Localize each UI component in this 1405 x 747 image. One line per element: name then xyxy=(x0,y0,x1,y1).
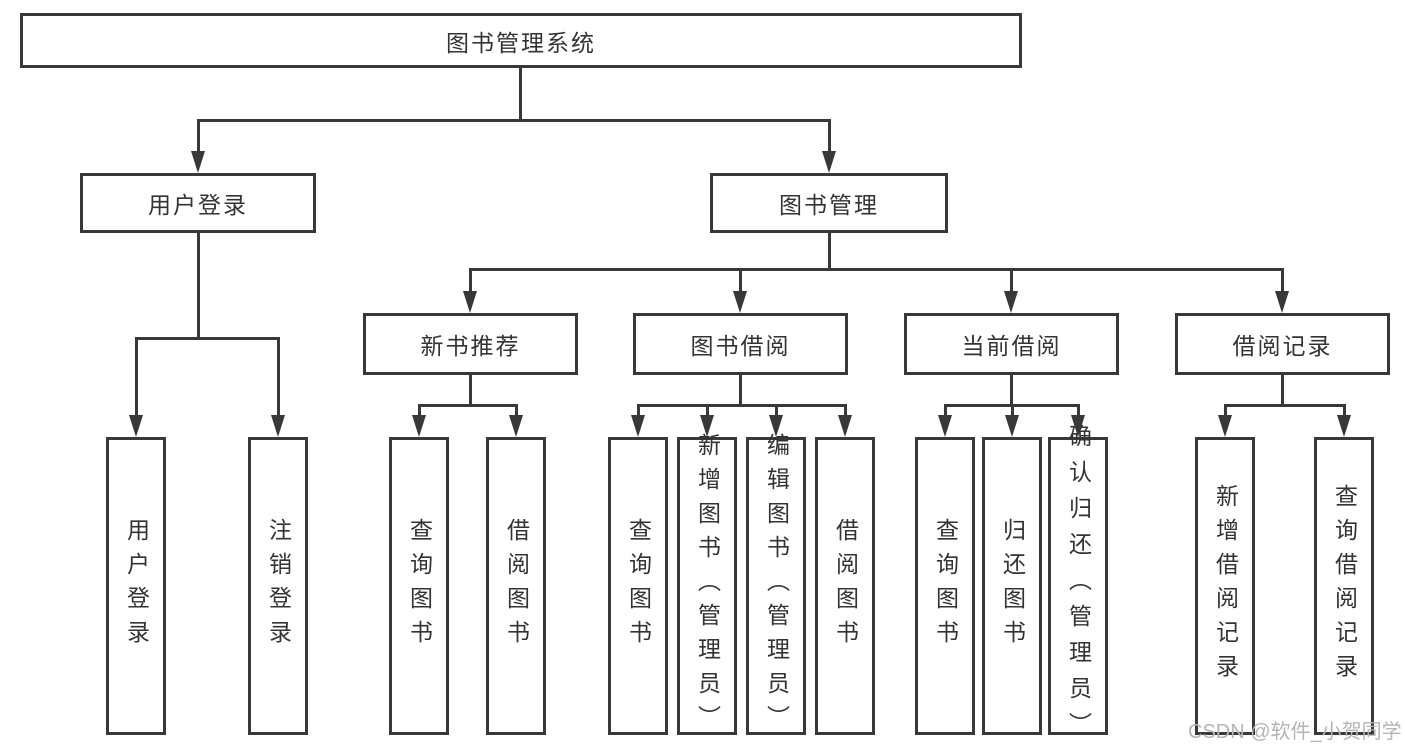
connector-vline xyxy=(775,404,778,418)
connector-vline xyxy=(637,404,640,418)
arrow-down-icon xyxy=(271,415,285,437)
node-borrowing-records: 借阅记录 xyxy=(1175,313,1390,375)
leaf-query-books-borrowing: 查询图书 xyxy=(608,437,668,735)
connector-hline xyxy=(197,119,831,122)
arrow-down-icon xyxy=(631,415,645,437)
node-book-management: 图书管理 xyxy=(710,173,948,233)
arrow-down-icon xyxy=(700,415,714,437)
connector-hline xyxy=(418,404,518,407)
connector-vline xyxy=(944,404,947,418)
leaf-confirm-return-admin-label: 确认归还（管理员） xyxy=(1065,424,1092,747)
arrow-down-icon xyxy=(412,415,426,437)
arrow-down-icon xyxy=(1005,415,1019,437)
leaf-query-borrow-record-label: 查询借阅记录 xyxy=(1331,484,1358,688)
connector-vline xyxy=(828,119,831,155)
connector-vline xyxy=(739,375,742,407)
arrow-down-icon xyxy=(463,291,477,313)
connector-vline xyxy=(739,268,742,295)
leaf-add-borrow-record-label: 新增借阅记录 xyxy=(1212,484,1239,688)
connector-hline xyxy=(135,337,280,340)
leaf-borrow-books-borrowing: 借阅图书 xyxy=(815,437,875,735)
arrow-down-icon xyxy=(509,415,523,437)
leaf-query-borrow-record: 查询借阅记录 xyxy=(1314,437,1374,735)
node-book-borrowing-label: 图书借阅 xyxy=(690,333,791,359)
leaf-query-books-current-label: 查询图书 xyxy=(932,518,959,654)
arrow-down-icon xyxy=(191,151,205,173)
leaf-logout: 注销登录 xyxy=(248,437,308,735)
connector-vline xyxy=(197,119,200,155)
node-current-borrowing: 当前借阅 xyxy=(904,313,1119,375)
connector-vline xyxy=(1010,375,1013,407)
connector-vline xyxy=(197,233,200,340)
connector-hline xyxy=(637,404,847,407)
arrow-down-icon xyxy=(1275,291,1289,313)
leaf-query-books-recommend: 查询图书 xyxy=(389,437,449,735)
arrow-down-icon xyxy=(1218,415,1232,437)
connector-vline xyxy=(1011,404,1014,418)
connector-vline xyxy=(1010,268,1013,295)
arrow-down-icon xyxy=(1004,291,1018,313)
leaf-edit-books-admin-label: 编辑图书（管理员） xyxy=(763,433,790,739)
leaf-user-login: 用户登录 xyxy=(106,437,166,735)
leaf-query-books-current: 查询图书 xyxy=(915,437,975,735)
connector-hline xyxy=(469,268,1284,271)
connector-vline xyxy=(515,404,518,418)
node-borrowing-records-label: 借阅记录 xyxy=(1232,333,1333,359)
leaf-edit-books-admin: 编辑图书（管理员） xyxy=(746,433,806,739)
leaf-user-login-label: 用户登录 xyxy=(123,518,150,654)
arrow-down-icon xyxy=(129,415,143,437)
node-book-management-label: 图书管理 xyxy=(779,192,879,218)
connector-vline xyxy=(277,337,280,418)
node-new-book-recommend: 新书推荐 xyxy=(363,313,578,375)
connector-vline xyxy=(844,404,847,418)
connector-vline xyxy=(469,268,472,295)
arrow-down-icon xyxy=(938,415,952,437)
connector-vline xyxy=(1077,404,1080,418)
node-user-login: 用户登录 xyxy=(80,173,316,233)
connector-vline xyxy=(1343,404,1346,418)
leaf-return-books: 归还图书 xyxy=(982,437,1042,735)
leaf-borrow-books-recommend-label: 借阅图书 xyxy=(503,518,530,654)
connector-vline xyxy=(1281,268,1284,295)
leaf-logout-label: 注销登录 xyxy=(265,518,292,654)
connector-hline xyxy=(1224,404,1345,407)
arrow-down-icon xyxy=(822,151,836,173)
connector-vline xyxy=(469,375,472,407)
leaf-borrow-books-recommend: 借阅图书 xyxy=(486,437,546,735)
leaf-confirm-return-admin: 确认归还（管理员） xyxy=(1048,424,1108,747)
leaf-query-books-borrowing-label: 查询图书 xyxy=(625,518,652,654)
leaf-add-borrow-record: 新增借阅记录 xyxy=(1195,437,1255,735)
connector-vline xyxy=(418,404,421,418)
leaf-add-books-admin: 新增图书（管理员） xyxy=(677,433,737,739)
csdn-watermark: CSDN @软件_小贺同学 xyxy=(1188,721,1402,743)
node-user-login-label: 用户登录 xyxy=(148,192,248,218)
node-current-borrowing-label: 当前借阅 xyxy=(961,333,1062,359)
arrow-down-icon xyxy=(733,291,747,313)
connector-vline xyxy=(706,404,709,418)
leaf-return-books-label: 归还图书 xyxy=(999,518,1026,654)
arrow-down-icon xyxy=(769,415,783,437)
connector-vline xyxy=(1224,404,1227,418)
node-new-book-recommend-label: 新书推荐 xyxy=(420,333,521,359)
arrow-down-icon xyxy=(838,415,852,437)
leaf-add-books-admin-label: 新增图书（管理员） xyxy=(694,433,721,739)
connector-vline xyxy=(828,233,831,271)
arrow-down-icon xyxy=(1337,415,1351,437)
leaf-borrow-books-borrowing-label: 借阅图书 xyxy=(832,518,859,654)
node-book-borrowing: 图书借阅 xyxy=(633,313,848,375)
node-root-label: 图书管理系统 xyxy=(446,29,596,56)
connector-vline xyxy=(135,337,138,418)
node-root: 图书管理系统 xyxy=(20,13,1022,68)
leaf-query-books-recommend-label: 查询图书 xyxy=(406,518,433,654)
connector-vline xyxy=(1281,375,1284,407)
connector-vline xyxy=(519,68,522,122)
arrow-down-icon xyxy=(1071,415,1085,437)
